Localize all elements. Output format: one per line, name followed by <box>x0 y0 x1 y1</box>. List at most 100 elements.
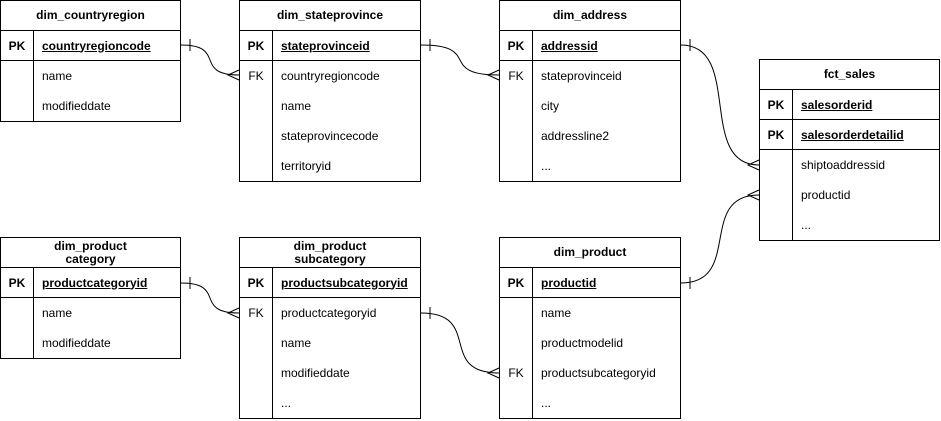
key-label <box>500 91 533 121</box>
field-name: productcategoryid <box>281 306 377 320</box>
relation-line <box>180 44 240 76</box>
relation-productcategory-productsubcategory <box>180 277 240 319</box>
table-row: PK stateprovinceid <box>240 31 420 61</box>
relation-address-fctsales <box>680 39 760 171</box>
key-label <box>240 388 273 418</box>
table-row: name <box>240 328 420 358</box>
key-label: PK <box>500 268 533 297</box>
key-label <box>500 121 533 151</box>
table-row: ... <box>500 388 680 418</box>
table-row: name <box>500 298 680 328</box>
field-name: modifieddate <box>42 99 111 113</box>
field-name: ... <box>801 218 812 232</box>
key-label: PK <box>240 31 273 60</box>
table-row: modifieddate <box>1 328 180 358</box>
key-label: PK <box>1 268 34 297</box>
key-label <box>760 180 793 210</box>
entity-dim-address: dim_address PK addressid FK stateprovinc… <box>499 0 681 182</box>
table-row: modifieddate <box>1 91 180 121</box>
key-label: PK <box>500 31 533 60</box>
entity-title: dim_product category <box>1 238 180 268</box>
field-name: ... <box>541 159 552 173</box>
key-label: FK <box>500 358 533 388</box>
table-row: city <box>500 91 680 121</box>
table-row: FK productsubcategoryid <box>500 358 680 388</box>
key-label <box>240 121 273 151</box>
field-name: name <box>281 336 312 350</box>
key-label <box>500 388 533 418</box>
table-row: shiptoaddressid <box>760 150 939 180</box>
entity-dim-product-category: dim_product category PK productcategoryi… <box>0 237 181 359</box>
key-label <box>240 151 273 181</box>
field-name: modifieddate <box>42 336 111 350</box>
relation-product-fctsales <box>680 189 760 289</box>
table-row: PK salesorderid <box>760 90 939 120</box>
key-label <box>500 328 533 358</box>
key-label: FK <box>240 298 273 328</box>
field-name: name <box>42 69 73 83</box>
key-label: FK <box>240 61 273 91</box>
field-name: countryregioncode <box>281 69 380 83</box>
key-label: PK <box>760 90 793 119</box>
key-label <box>760 150 793 180</box>
key-label <box>240 358 273 388</box>
key-label: PK <box>760 120 793 149</box>
relation-line <box>180 282 240 314</box>
table-row: PK productsubcategoryid <box>240 268 420 298</box>
field-name: productsubcategoryid <box>281 275 408 290</box>
table-row: name <box>1 61 180 91</box>
table-row: productmodelid <box>500 328 680 358</box>
field-name: name <box>541 306 572 320</box>
table-row: name <box>1 298 180 328</box>
key-label <box>1 328 34 358</box>
entity-title: dim_address <box>500 1 680 31</box>
cardinality-many-crowfoot-icon <box>746 159 760 171</box>
key-label <box>500 298 533 328</box>
field-name: territoryid <box>281 159 332 173</box>
entity-dim-product: dim_product PK productid name productmod… <box>499 237 681 419</box>
field-name: city <box>541 99 559 113</box>
table-row: modifieddate <box>240 358 420 388</box>
field-name: salesorderid <box>801 97 873 112</box>
field-name: stateprovincecode <box>281 129 379 143</box>
field-name: modifieddate <box>281 366 350 380</box>
entity-dim-countryregion: dim_countryregion PK countryregioncode n… <box>0 0 181 122</box>
field-name: productid <box>801 188 851 202</box>
entity-dim-product-subcategory: dim_product subcategory PK productsubcat… <box>239 237 421 419</box>
table-row: name <box>240 91 420 121</box>
field-name: shiptoaddressid <box>801 158 886 172</box>
key-label <box>500 151 533 181</box>
key-label: PK <box>1 31 34 60</box>
entity-title: dim_product <box>500 238 680 268</box>
table-row: FK stateprovinceid <box>500 61 680 91</box>
table-row: FK productcategoryid <box>240 298 420 328</box>
cardinality-many-crowfoot-icon <box>226 69 240 81</box>
field-name: name <box>42 306 73 320</box>
cardinality-many-crowfoot-icon <box>486 69 500 81</box>
table-row: PK salesorderdetailid <box>760 120 939 150</box>
entity-dim-stateprovince: dim_stateprovince PK stateprovinceid FK … <box>239 0 421 182</box>
key-label: PK <box>240 268 273 297</box>
relation-line <box>680 194 760 284</box>
entity-title: dim_stateprovince <box>240 1 420 31</box>
table-row: FK countryregioncode <box>240 61 420 91</box>
cardinality-many-crowfoot-icon <box>486 367 500 379</box>
entity-title: dim_countryregion <box>1 1 180 31</box>
cardinality-many-crowfoot-icon <box>226 307 240 319</box>
key-label <box>1 91 34 121</box>
entity-fct-sales: fct_sales PK salesorderid PK salesorderd… <box>759 59 940 241</box>
relation-line <box>420 44 500 76</box>
field-name: productcategoryid <box>42 275 148 290</box>
relation-countryregion-stateprovince <box>180 39 240 81</box>
field-name: stateprovinceid <box>541 69 622 83</box>
table-row: ... <box>500 151 680 181</box>
relation-line <box>420 312 500 374</box>
key-label <box>760 210 793 240</box>
field-name: ... <box>281 396 292 410</box>
key-label <box>240 91 273 121</box>
relation-productsubcategory-product <box>420 307 500 379</box>
table-row: productid <box>760 180 939 210</box>
relation-stateprovince-address <box>420 39 500 81</box>
field-name: productid <box>541 275 597 290</box>
table-row: PK productid <box>500 268 680 298</box>
